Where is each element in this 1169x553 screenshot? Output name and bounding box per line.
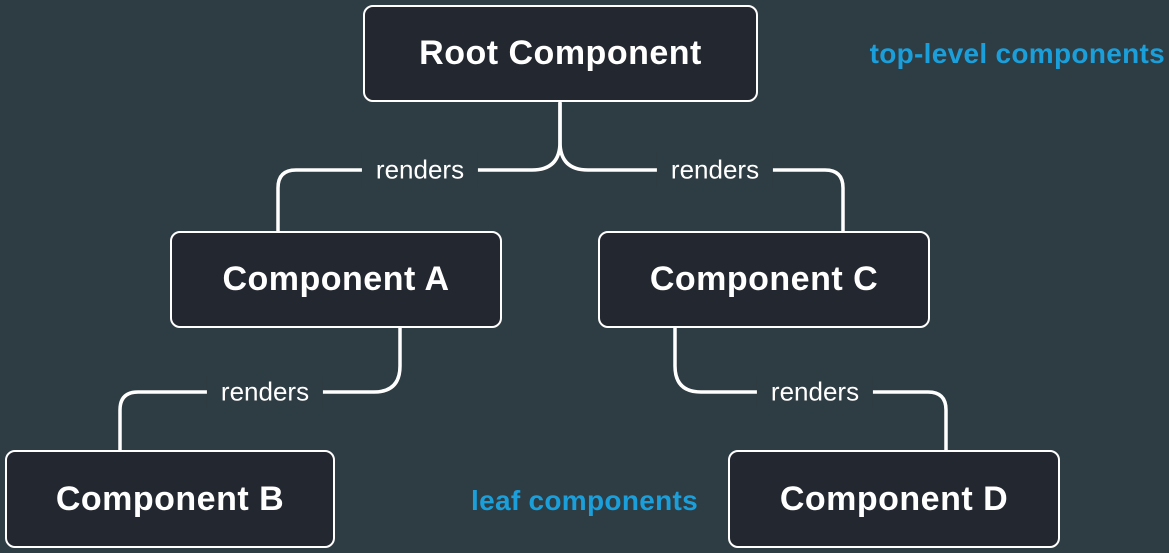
node-root-component: Root Component (363, 5, 758, 102)
edge-label-renders-root-c: renders (656, 152, 774, 188)
node-component-d: Component D (728, 450, 1060, 548)
edge-label-renders-a-b: renders (206, 374, 324, 410)
node-component-c-label: Component C (649, 260, 879, 298)
node-component-a-label: Component A (222, 260, 450, 298)
node-component-b: Component B (5, 450, 335, 548)
node-component-c: Component C (598, 231, 930, 328)
annotation-leaf-components: leaf components (471, 485, 698, 516)
edge-label-renders-root-a: renders (361, 152, 479, 188)
edge-label-renders-c-d: renders (756, 374, 874, 410)
annotation-top-level-components: top-level components (869, 38, 1165, 69)
node-root-component-label: Root Component (419, 34, 702, 72)
node-component-b-label: Component B (55, 479, 285, 518)
node-component-a: Component A (170, 231, 502, 328)
node-component-d-label: Component D (779, 479, 1009, 518)
